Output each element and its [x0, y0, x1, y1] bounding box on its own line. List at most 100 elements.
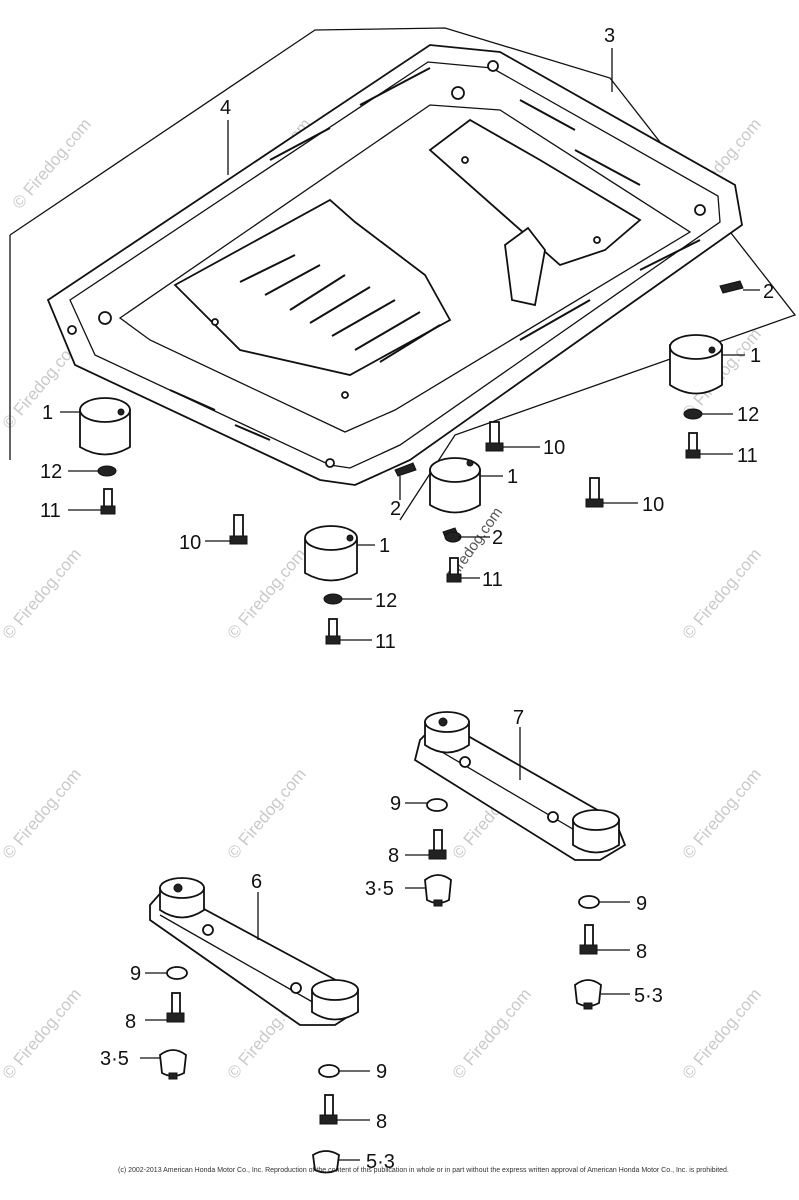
bolt-8 [579, 924, 598, 955]
callout-10: 10 [642, 494, 664, 516]
callout-1: 1 [379, 535, 390, 557]
callout-3-5: 3·5 [365, 878, 394, 900]
watermark: © Firedog.com [679, 765, 765, 863]
callout-11: 11 [40, 500, 61, 522]
bolt-10 [229, 514, 248, 545]
hole [341, 391, 349, 399]
leader-lines [60, 48, 760, 1161]
callout-5-3: 5·3 [366, 1151, 395, 1173]
hole [694, 204, 706, 216]
callout-3-5: 3·5 [100, 1048, 129, 1070]
watermark: © Firedog.com [224, 765, 310, 863]
callout-7: 7 [513, 707, 524, 729]
callout-10: 10 [543, 437, 565, 459]
slot [309, 286, 371, 324]
copyright-notice: (c) 2002-2013 American Honda Motor Co., … [118, 1167, 729, 1174]
callout-2: 2 [492, 527, 503, 549]
callout-2: 2 [763, 281, 774, 303]
hole [98, 311, 112, 325]
hole [67, 325, 77, 335]
callout-3: 3 [604, 25, 615, 47]
callout-1: 1 [507, 466, 518, 488]
callout-1: 1 [42, 402, 53, 424]
washer-9 [166, 966, 188, 980]
rim-slot [359, 67, 431, 106]
foot-mount [424, 874, 452, 907]
foot-mount [159, 1049, 187, 1080]
foot-mount [574, 979, 602, 1010]
callout-8: 8 [636, 941, 647, 963]
bolt-11 [325, 618, 341, 645]
callout-1: 1 [750, 345, 761, 367]
bolt-10 [485, 421, 504, 452]
callout-11: 11 [482, 569, 503, 591]
part-2-spacer [394, 462, 417, 477]
hole [593, 236, 601, 244]
rim-slot [169, 389, 216, 411]
callout-10: 10 [179, 532, 201, 554]
washer-12 [323, 593, 343, 605]
callout-labels: 3 4 2 1 12 11 10 1 10 2 11 1 12 11 2 10 … [40, 25, 774, 1173]
watermark: © Firedog.com [224, 545, 310, 643]
mount-bar-6 [149, 877, 360, 1026]
callout-12: 12 [737, 404, 759, 426]
hole [211, 318, 219, 326]
bolt-8 [428, 829, 447, 860]
tray-inner-rim [69, 61, 721, 469]
slot [239, 254, 296, 283]
slot [354, 311, 421, 351]
callout-8: 8 [388, 845, 399, 867]
washer-12 [683, 408, 703, 420]
mount-bar-7 [413, 711, 627, 861]
watermark: © Firedog.com [0, 765, 85, 863]
slot [331, 299, 396, 337]
callout-9: 9 [376, 1061, 387, 1083]
rim-slot [639, 239, 701, 271]
callout-9: 9 [636, 893, 647, 915]
fasteners-lower [159, 798, 602, 1174]
hole [325, 458, 335, 468]
rubber-mount [669, 334, 723, 395]
engine-plate [173, 198, 452, 376]
watermark: © Firedog.com [449, 985, 535, 1083]
bolt-11 [446, 557, 462, 583]
plate-slots [239, 254, 441, 363]
rubber-mounts [79, 334, 723, 582]
bolt-10 [585, 477, 604, 508]
watermark: © Firedog.com [9, 115, 95, 213]
callout-2: 2 [390, 498, 401, 520]
washer-9 [318, 1064, 340, 1078]
slot [379, 324, 441, 363]
watermark: © Firedog.com [679, 985, 765, 1083]
raised-pad [428, 118, 642, 267]
rim-slot [574, 149, 641, 186]
watermark: © Firedog.com [0, 545, 85, 643]
frame-outline [9, 27, 797, 521]
washer-9 [578, 895, 600, 909]
bracket-tab [504, 226, 546, 307]
callout-5-3: 5·3 [634, 985, 663, 1007]
rim-slot [234, 424, 271, 441]
tray-floor [118, 104, 692, 433]
rim-slot [519, 299, 591, 341]
bolt-11 [100, 488, 116, 515]
rim-slot [269, 127, 331, 161]
rubber-mount [429, 457, 481, 514]
callout-12: 12 [40, 461, 62, 483]
hole [451, 86, 465, 100]
watermark: © Firedog.com [0, 985, 85, 1083]
rubber-mount [304, 525, 358, 582]
watermark: © Firedog.com [679, 545, 765, 643]
callout-11: 11 [375, 631, 396, 653]
bolt-11 [685, 432, 701, 459]
washer-12 [97, 465, 117, 477]
callout-11: 11 [737, 445, 758, 467]
callout-4: 4 [220, 97, 231, 119]
bolt-8 [166, 992, 185, 1023]
washer-9 [426, 798, 448, 812]
callout-12: 12 [375, 590, 397, 612]
foot-mount [312, 1150, 340, 1174]
callout-8: 8 [376, 1111, 387, 1133]
